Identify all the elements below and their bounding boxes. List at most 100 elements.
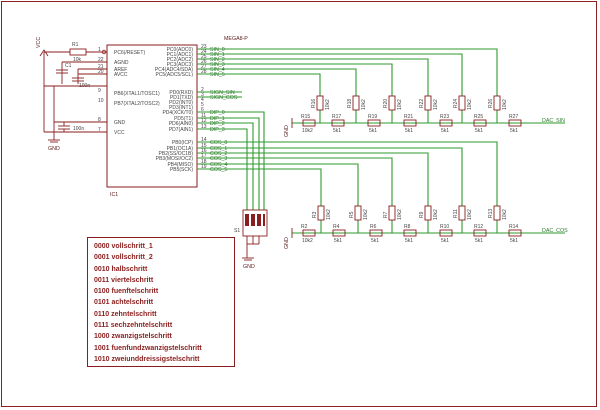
resistor-ref: R20 — [383, 99, 389, 108]
legend-row: 0110 zehntelschritt — [94, 310, 157, 318]
cos-net-wire — [197, 168, 322, 206]
resistor-value: 10k2 — [433, 209, 439, 220]
chip-pin-number: 5 — [201, 102, 204, 108]
resistor-value: 5k1 — [405, 238, 413, 244]
chip-pin-name: PC4(ADC4/SDA) — [155, 67, 193, 73]
r1-resistor — [69, 48, 87, 56]
dip-net-label: DIP_0 — [210, 110, 225, 116]
resistor-value: 10k2 — [326, 209, 332, 220]
chip-pin-number: 23 — [201, 44, 207, 50]
chip-pin-number: 18 — [201, 159, 207, 165]
resistor-value: 5k1 — [405, 128, 413, 134]
resistor-value: 10k2 — [363, 209, 369, 220]
dip-switch — [242, 209, 268, 261]
resistor-ref: R26 — [488, 99, 494, 108]
resistor-ref: R21 — [404, 114, 413, 120]
chip-pin-number: 3 — [201, 92, 204, 98]
ladder-series-resistor — [439, 229, 453, 237]
resistor-ref: R7 — [383, 211, 389, 218]
resistor-value: 5k1 — [371, 238, 379, 244]
chip-ref: IC1 — [110, 192, 118, 198]
gnd-label-cos: GND — [284, 237, 290, 249]
resistor-value: 5k1 — [475, 128, 483, 134]
sin-net-label: SIN_0 — [210, 47, 225, 53]
resistor-ref: R10 — [440, 224, 449, 230]
ladder-vertical-resistor — [354, 205, 362, 221]
sin-net-wire — [197, 68, 357, 96]
chip-pin-name: PD5(T1) — [174, 116, 193, 122]
resistor-ref: R5 — [349, 211, 355, 218]
dac-sin-label: DAC_SIN — [542, 118, 565, 124]
sin-net-label: SIN_3 — [210, 62, 225, 68]
resistor-ref: R24 — [453, 99, 459, 108]
chip-pin-number: 9 — [98, 88, 101, 94]
resistor-value: 10k2 — [302, 128, 313, 134]
ladder-vertical-resistor — [352, 95, 360, 111]
sin-net-label: SIN_2 — [210, 57, 225, 63]
chip-pin-number: 13 — [201, 124, 207, 130]
ladder-vertical-resistor — [458, 205, 466, 221]
resistor-ref: R16 — [311, 99, 317, 108]
chip-pin-number: 20 — [98, 69, 104, 75]
chip-pin-name: PC3(ADC3) — [167, 62, 194, 68]
legend-row: 0101 achtelschritt — [94, 299, 154, 307]
cos-net-label: COS_0 — [210, 140, 227, 146]
chip-pin-number: 17 — [201, 153, 207, 159]
resistor-ref: R6 — [370, 224, 377, 230]
chip-pin-name: VCC — [114, 130, 125, 136]
ladder-vertical-resistor — [388, 95, 396, 111]
sin-resistor-ladder: R1510k2R175k1R195k1R215k1R235k1R255k1R27… — [291, 95, 565, 134]
chip-pin-name: PC2(ADC2) — [167, 57, 194, 63]
chip-pin-name: PD0(RXD) — [169, 90, 193, 96]
chip-pin-number: 10 — [98, 98, 104, 104]
cos-net-wire — [197, 152, 429, 206]
resistor-value: 5k1 — [475, 238, 483, 244]
resistor-ref: R14 — [509, 224, 518, 230]
chip-pin-name: PB6(XTAL1/TOSC1) — [114, 91, 160, 97]
chip-pin-name: PB2(SS/OC1B) — [159, 151, 194, 157]
chip-pin-name: PD7(AIN1) — [169, 127, 194, 133]
resistor-ref: R18 — [347, 99, 353, 108]
chip-pin-name: PD1(TXD) — [170, 95, 193, 101]
cos-net-label: COS_3 — [210, 156, 227, 162]
ladder-series-resistor — [331, 119, 345, 127]
cos-resistor-ladder: R210k2R45k1R65k1R85k1R105k1R125k1R145k1R… — [291, 205, 565, 244]
legend-row: 0011 viertelschritt — [94, 276, 154, 284]
ladder-series-resistor — [508, 119, 522, 127]
ladder-vertical-resistor — [316, 95, 324, 111]
chip-pin-number: 6 — [201, 107, 204, 113]
resistor-ref: R13 — [488, 209, 494, 218]
cos-net-wire — [197, 163, 359, 206]
chip-pin-name: PD4(XCK/T0) — [162, 110, 193, 116]
chip-pin-name: AREF — [114, 67, 127, 73]
ladder-series-resistor — [473, 119, 487, 127]
resistor-value: 10k2 — [433, 99, 439, 110]
resistor-ref: R22 — [419, 99, 425, 108]
dip-net-label: DIP_2 — [210, 121, 225, 127]
sign-net-label: SIGN_COS — [210, 95, 238, 101]
gnd-label-sin: GND — [284, 125, 290, 137]
chip-pin-number: 7 — [98, 127, 101, 133]
chip-pin-name: PD2(INT0) — [169, 100, 193, 106]
resistor-ref: R8 — [404, 224, 411, 230]
dip-net-wire — [197, 128, 248, 210]
dip-net-wire — [197, 122, 254, 210]
cos-net-label: COS_2 — [210, 151, 227, 157]
chip-pin-name: PC6(/RESET) — [114, 50, 145, 56]
cos-net-label: COS_4 — [210, 162, 227, 168]
legend-row: 1000 zwanzigstelschritt — [94, 333, 172, 341]
legend-row: 0001 vollschritt_2 — [94, 254, 153, 262]
cos-net-label: COS_1 — [210, 146, 227, 152]
ladder-series-resistor — [439, 119, 453, 127]
ladder-start-resistor — [302, 119, 316, 127]
c1-ref: C1 — [65, 63, 72, 69]
ladder-series-resistor — [403, 229, 417, 237]
resistor-value: 10k2 — [397, 99, 403, 110]
resistor-value: 5k1 — [510, 238, 518, 244]
chip-pin-number: 25 — [201, 54, 207, 60]
gnd-symbol-left — [48, 139, 60, 143]
dip-switch-ref: S1 — [234, 228, 240, 234]
legend-row: 0100 fuenftelschritt — [94, 288, 159, 296]
net-wires: SIN_0SIN_1SIN_2SIN_3SIN_4SIN_5SIGN_SINSI… — [197, 47, 498, 210]
